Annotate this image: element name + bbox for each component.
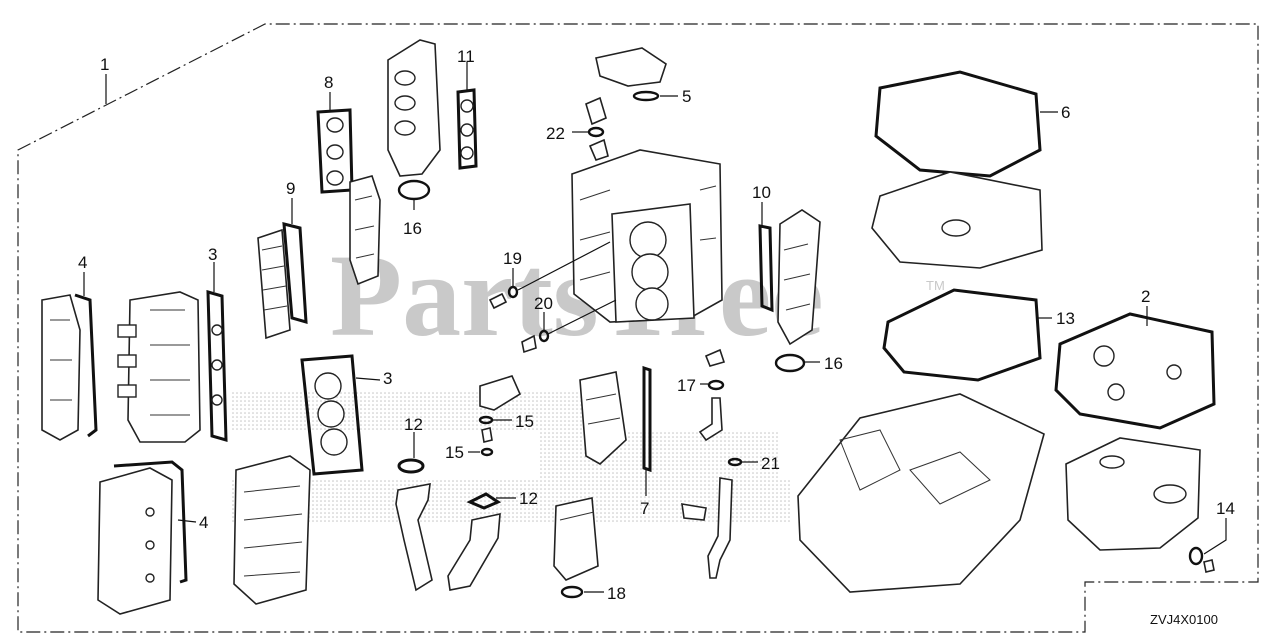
cover-middle xyxy=(349,175,381,286)
clip-part xyxy=(704,348,726,367)
gasket-2 xyxy=(1054,312,1216,430)
callout-12-lower: 12 xyxy=(519,489,538,508)
callout-9: 9 xyxy=(286,179,295,198)
intake-manifold xyxy=(387,39,441,177)
callout-12-upper: 12 xyxy=(404,415,423,434)
head-gasket-left xyxy=(206,289,228,443)
callout-13: 13 xyxy=(1056,309,1075,328)
callout-19: 19 xyxy=(503,249,522,268)
plug-19 xyxy=(488,285,519,310)
callout-labels: 1 2 3 3 4 4 5 6 7 8 9 10 11 12 12 13 14 … xyxy=(78,47,1235,603)
callout-11: 11 xyxy=(457,47,475,66)
callout-3-lower: 3 xyxy=(383,369,392,388)
engine-block xyxy=(571,149,723,323)
callout-2: 2 xyxy=(1141,287,1150,306)
callout-20: 20 xyxy=(534,294,553,313)
callout-21: 21 xyxy=(761,454,780,473)
kit-frame xyxy=(17,23,1259,633)
exhaust-plate xyxy=(257,222,308,340)
callout-1: 1 xyxy=(100,55,109,74)
cylinder-head-lower xyxy=(233,455,311,605)
pump-unit xyxy=(553,497,599,599)
callout-17: 17 xyxy=(677,376,696,395)
callout-6: 6 xyxy=(1061,103,1070,122)
o-ring-16-lower xyxy=(774,353,806,373)
adaptor-plate xyxy=(871,171,1043,269)
callout-4-lower: 4 xyxy=(199,513,208,532)
oil-pan-large xyxy=(797,393,1045,593)
trademark-text: TM xyxy=(926,278,945,293)
o-ring-21 xyxy=(727,457,743,467)
drain-plug xyxy=(1188,546,1215,573)
o-ring-22 xyxy=(587,126,605,138)
cylinder-head-left xyxy=(117,291,201,443)
head-cover-lower xyxy=(97,460,188,615)
callout-10: 10 xyxy=(752,183,771,202)
callout-18: 18 xyxy=(607,584,626,603)
water-pipe-left xyxy=(395,458,433,592)
cover-7 xyxy=(579,365,652,473)
gasket-13 xyxy=(882,288,1042,382)
block-gasket-10 xyxy=(758,224,774,313)
leader-lines xyxy=(83,62,1227,593)
sensor-fitting xyxy=(585,96,609,161)
fitting-17 xyxy=(698,379,725,442)
o-ring-16-upper xyxy=(397,179,431,201)
callout-4-upper: 4 xyxy=(78,253,87,272)
dotted-background xyxy=(230,390,790,522)
callout-15-upper: 15 xyxy=(515,412,534,431)
intake-gasket xyxy=(316,108,354,194)
callout-8: 8 xyxy=(324,73,333,92)
callout-5: 5 xyxy=(682,87,691,106)
callout-16-upper: 16 xyxy=(403,219,422,238)
diagram-code: ZVJ4X0100 xyxy=(1150,612,1218,627)
head-gasket-center xyxy=(300,354,364,476)
callout-3-upper: 3 xyxy=(208,245,217,264)
head-cover-left xyxy=(41,293,98,441)
thermostat-housing xyxy=(595,47,667,102)
callout-22: 22 xyxy=(546,124,565,143)
callout-7: 7 xyxy=(640,499,649,518)
oil-pan-small xyxy=(1065,437,1201,551)
callout-15-lower: 15 xyxy=(445,443,464,462)
water-pipe-center xyxy=(447,492,502,591)
manifold-gasket xyxy=(456,88,478,170)
dipstick-tube xyxy=(681,477,733,579)
o-ring-5 xyxy=(632,90,660,102)
cover-right xyxy=(777,209,821,346)
o-ring-18 xyxy=(560,585,584,599)
mount-gasket-6 xyxy=(874,70,1042,178)
callout-16-lower: 16 xyxy=(824,354,843,373)
callout-14: 14 xyxy=(1216,499,1235,518)
plug-20 xyxy=(521,329,550,354)
